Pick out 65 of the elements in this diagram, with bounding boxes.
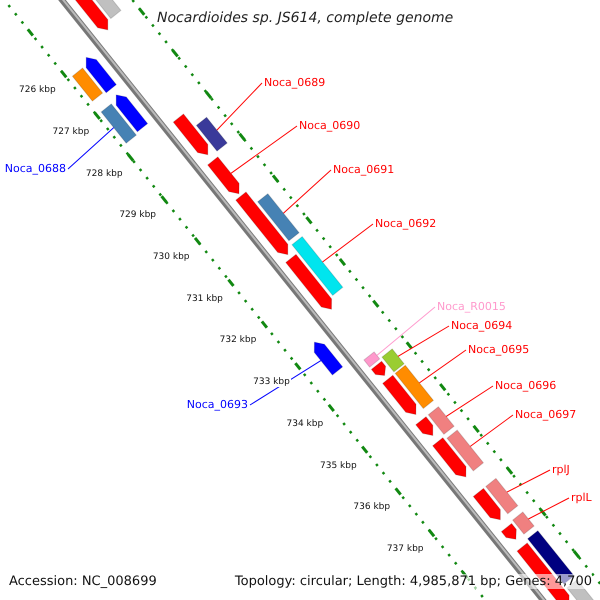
leader-line xyxy=(398,326,450,357)
gene-label: Noca_R0015 xyxy=(437,300,506,313)
scale-label: 726 kbp xyxy=(18,85,57,95)
gene-label: rplL xyxy=(571,491,592,504)
gene-block xyxy=(235,191,288,256)
gene-block xyxy=(472,488,501,520)
leader-line xyxy=(376,306,436,356)
gene-block xyxy=(172,113,208,156)
gene-bar xyxy=(72,67,104,102)
leader-line xyxy=(528,498,570,520)
leader-line xyxy=(68,127,114,170)
scale-label: 735 kbp xyxy=(319,460,358,471)
gene-label: Noca_0695 xyxy=(468,343,530,356)
gene-block xyxy=(285,254,332,310)
leader-line xyxy=(506,470,550,493)
gene-bar xyxy=(100,103,137,144)
scale-label: 729 kbp xyxy=(118,210,157,220)
gene-label: Noca_0691 xyxy=(333,163,394,176)
scale-label: 737 kbp xyxy=(386,544,424,554)
gene-bar xyxy=(485,478,518,514)
gene-block xyxy=(500,522,517,540)
gene-bar xyxy=(257,193,300,242)
gene-block xyxy=(382,374,416,416)
gene-block xyxy=(207,156,240,194)
gene-block xyxy=(415,416,434,436)
scale-label: 734 kbp xyxy=(286,418,324,429)
gene-bar xyxy=(381,348,405,373)
gene-label: Noca_0692 xyxy=(375,217,436,230)
scale-label: 732 kbp xyxy=(218,335,258,346)
gene-block xyxy=(432,437,466,478)
gene-block xyxy=(314,341,344,376)
scale-label: 736 kbp xyxy=(352,502,392,512)
scale-label: 728 kbp xyxy=(84,168,124,178)
info-text: Accession: NC_008699 xyxy=(9,574,157,589)
scale-label: 733 kbp xyxy=(252,377,291,388)
gene-bar xyxy=(363,351,380,368)
leader-line xyxy=(446,386,494,417)
gene-bar xyxy=(512,511,535,535)
gene-block xyxy=(86,56,117,94)
gene-label: Noca_0694 xyxy=(451,319,512,332)
scale-label: 731 kbp xyxy=(185,294,224,304)
gene-bar xyxy=(291,236,344,296)
info-text: Topology: circular; Length: 4,985,871 bp; Genes: 4,700 xyxy=(234,574,592,589)
gene-bar xyxy=(428,406,455,435)
gene-label: Noca_0690 xyxy=(299,119,360,132)
gene-label: rplJ xyxy=(552,463,570,476)
leader-line xyxy=(322,224,374,262)
gene-block xyxy=(116,94,148,132)
gene-label: Noca_0697 xyxy=(515,408,576,421)
scale-label: 730 kbp xyxy=(152,252,190,262)
gene-bar xyxy=(196,116,228,152)
gene-label: Noca_0688 xyxy=(4,162,66,175)
gene-bar xyxy=(446,429,484,472)
scale-label: 727 kbp xyxy=(52,126,90,137)
leader-line xyxy=(418,350,466,384)
gene-bar xyxy=(394,364,434,410)
title: Nocardioides sp. JS614, complete genome xyxy=(157,10,454,26)
leader-line xyxy=(470,414,514,447)
gene-label: Noca_0693 xyxy=(186,398,248,411)
leader-line xyxy=(216,82,262,131)
gene-block xyxy=(370,360,386,376)
gene-label: Noca_0696 xyxy=(495,379,556,392)
gene-label: Noca_0689 xyxy=(264,76,326,89)
leader-line xyxy=(282,170,332,214)
leader-line xyxy=(230,126,298,174)
